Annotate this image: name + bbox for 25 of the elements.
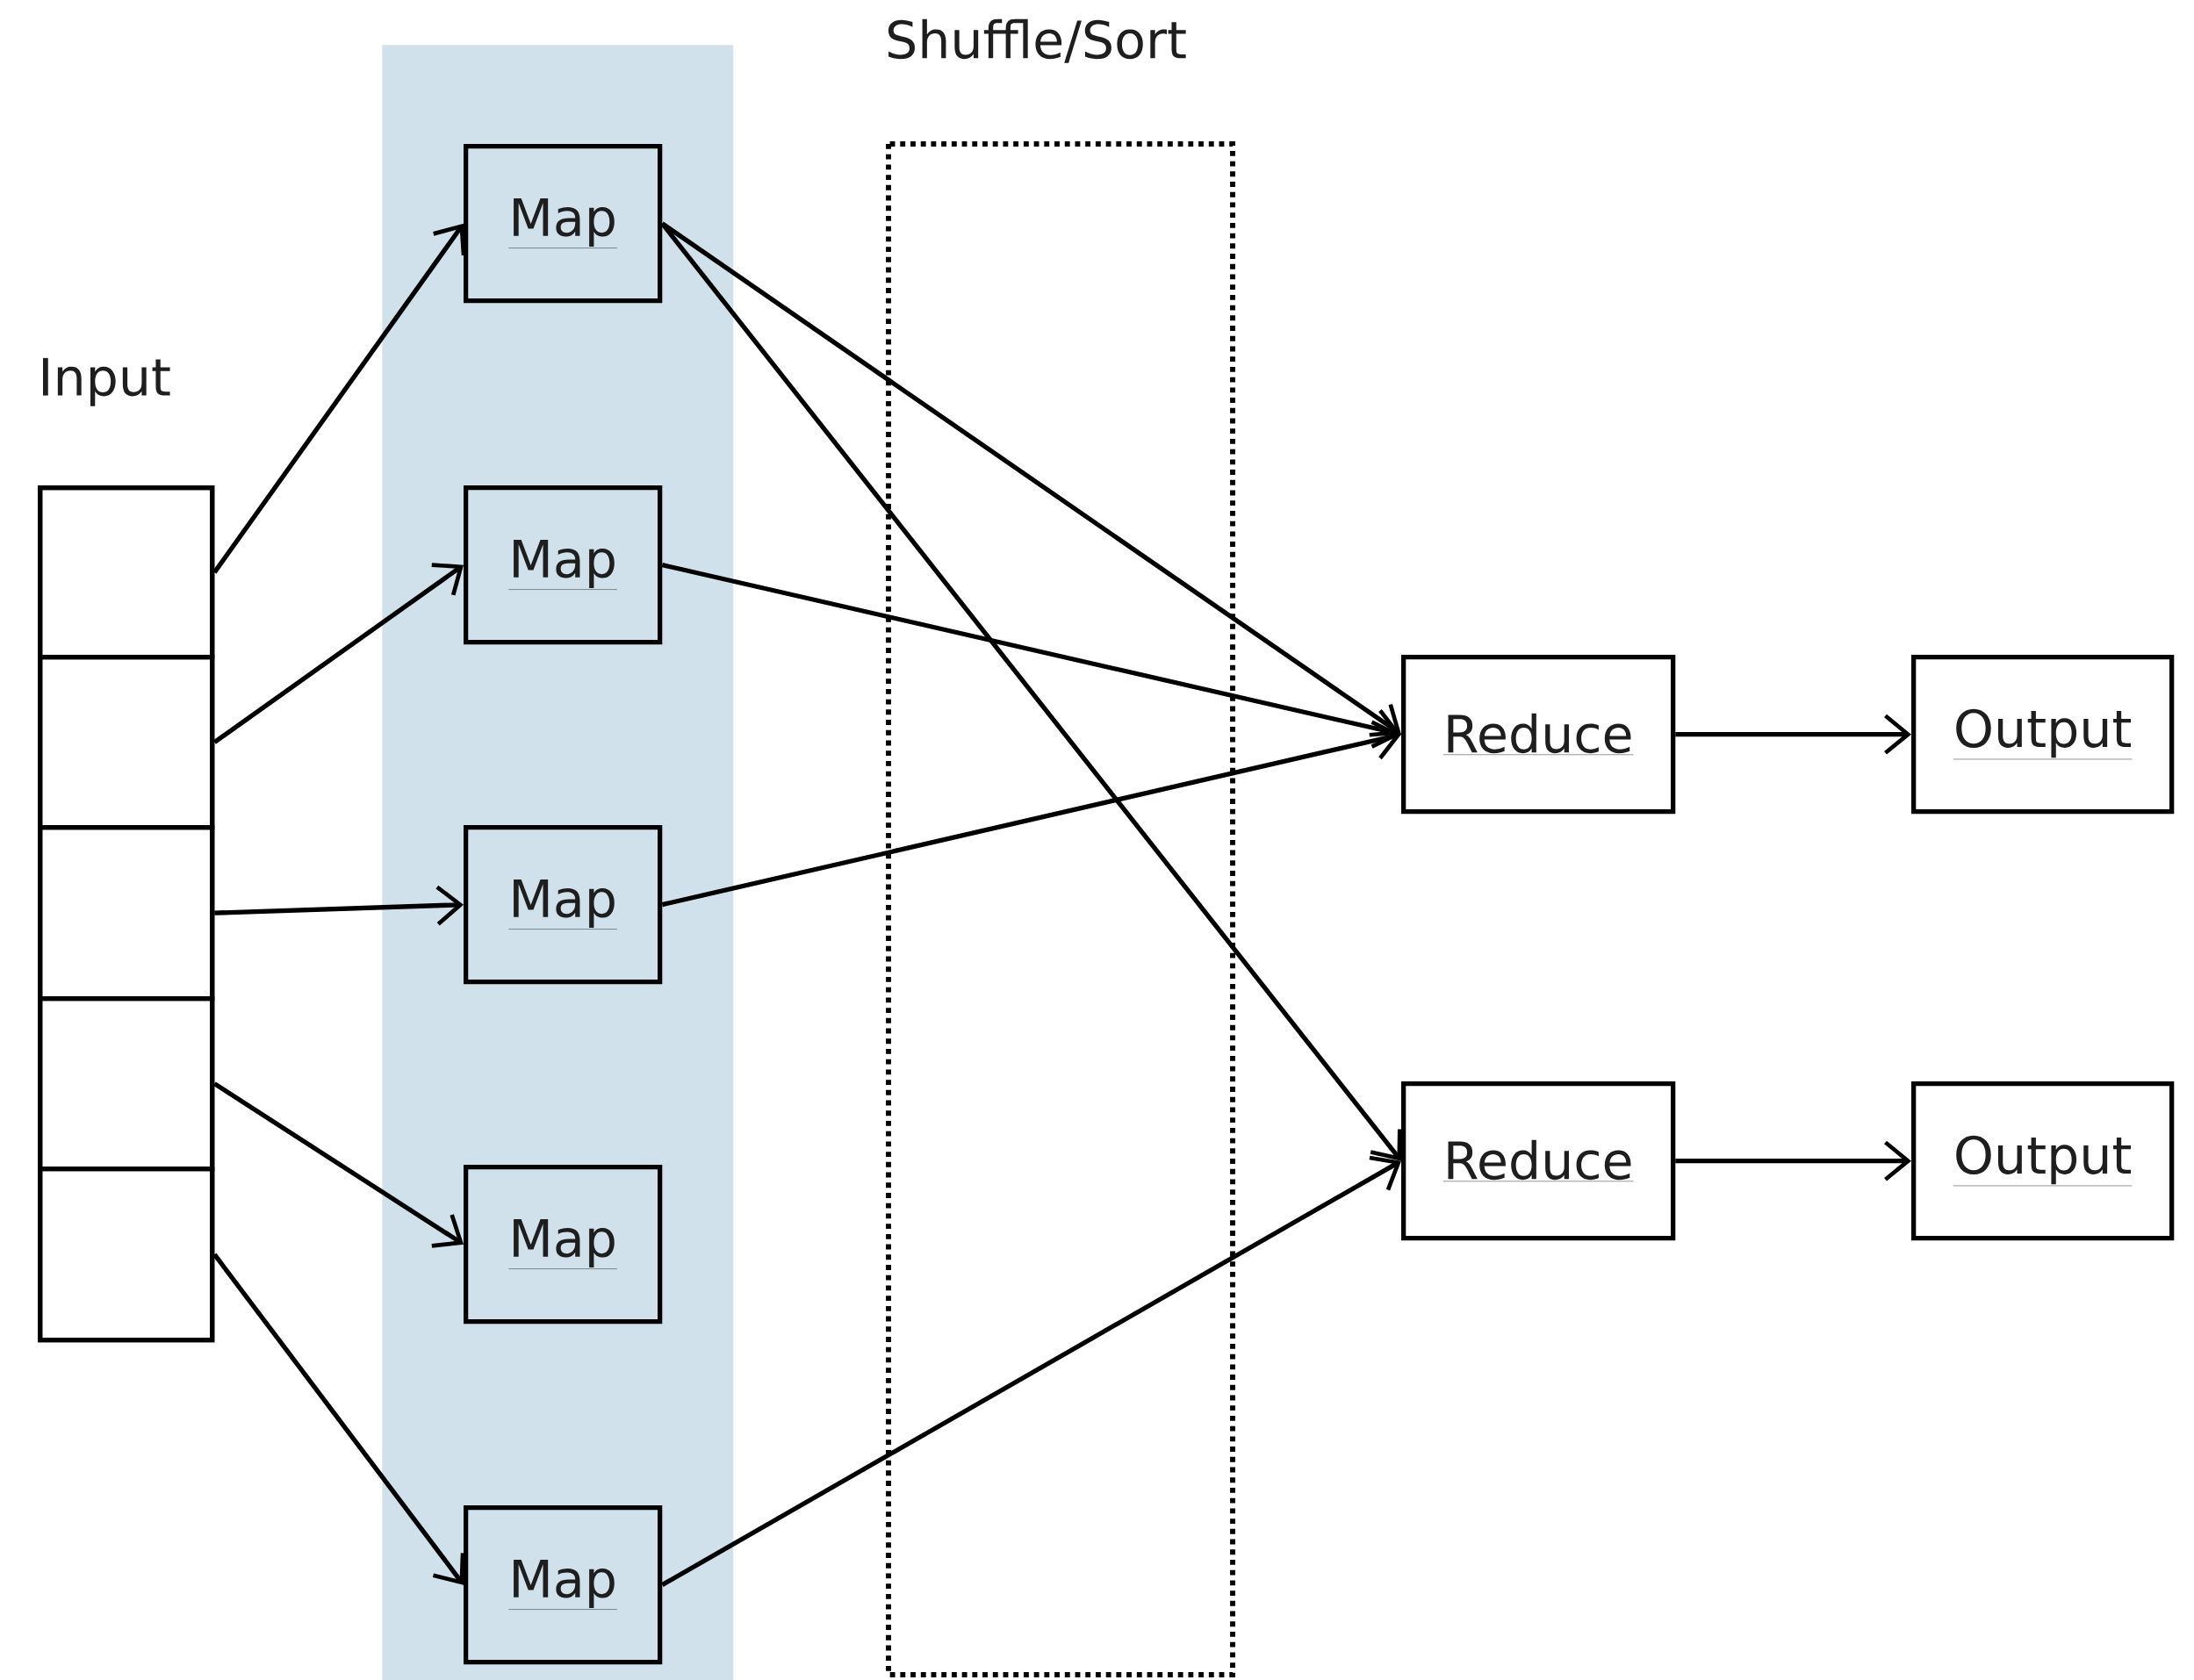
process-box: Reduce <box>1401 655 1676 815</box>
process-box: Map <box>464 1165 663 1325</box>
highlight-band <box>382 45 734 1680</box>
arrow <box>660 221 1402 737</box>
heading: Shuffle/Sort <box>888 18 1186 63</box>
input-cell <box>38 1167 215 1343</box>
process-box: Reduce <box>1401 1081 1676 1241</box>
arrow <box>212 563 464 744</box>
arrow <box>212 1253 465 1585</box>
process-box: Map <box>464 144 663 304</box>
arrow <box>1675 1140 1912 1181</box>
arrow <box>214 885 464 926</box>
process-box: Map <box>464 485 663 645</box>
process-box: Output <box>1911 1081 2175 1241</box>
arrow <box>660 1155 1402 1587</box>
process-box: Map <box>464 1505 663 1665</box>
arrow <box>660 222 1402 1161</box>
arrow <box>661 563 1401 749</box>
heading: Input <box>43 357 170 406</box>
process-box: Map <box>464 825 663 985</box>
arrow <box>212 223 466 574</box>
arrow <box>1675 714 1912 755</box>
process-box: Output <box>1911 655 2175 815</box>
arrow <box>661 720 1401 908</box>
arrow <box>212 1081 464 1248</box>
